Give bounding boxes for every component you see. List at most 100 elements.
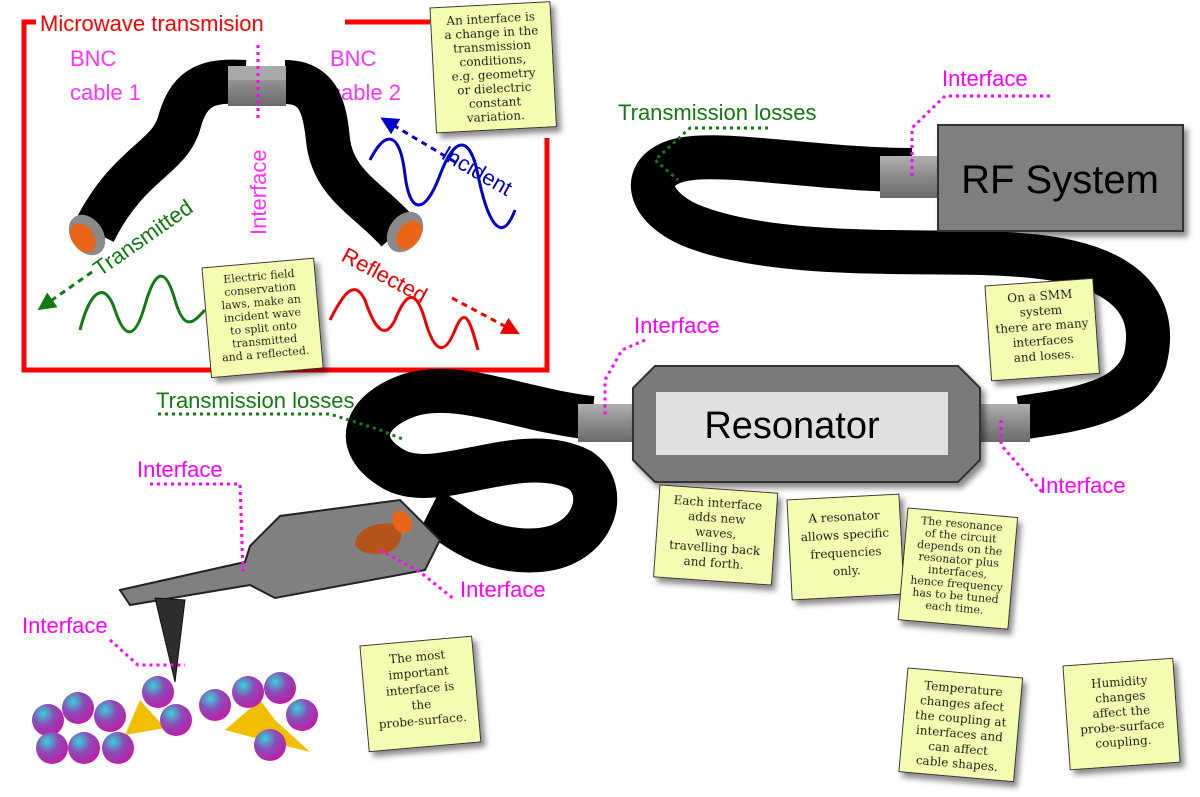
note-line: The most — [389, 648, 446, 667]
sphere — [264, 672, 296, 704]
note-line: A resonator — [807, 508, 880, 526]
interface-probe-cable-leader — [379, 548, 456, 602]
callouts: Transmission losses Interface Interface … — [22, 66, 1126, 667]
interface-surface-label: Interface — [22, 613, 108, 638]
rf-system-label: RF System — [961, 158, 1159, 202]
panel-title: Microwave transmision — [40, 11, 264, 36]
note-each-interface: Each interfaceadds newwaves,travelling b… — [653, 484, 779, 586]
sphere — [142, 676, 174, 708]
note-line: changes — [1095, 688, 1146, 705]
interface-resonator-right-label: Interface — [1040, 473, 1126, 498]
note-line: Temperature — [924, 679, 1004, 700]
incident-wave — [368, 137, 517, 230]
note-probe-surface-text: The mostimportantinterface istheprobe-su… — [373, 646, 468, 731]
cable-1-core — [70, 223, 96, 253]
bnc-cable-2 — [283, 60, 415, 247]
note-line: of the circuit — [924, 527, 997, 546]
note-temperature: Temperaturechanges afectthe coupling ati… — [898, 667, 1024, 783]
note-line: constant — [469, 94, 522, 111]
note-line: important — [388, 663, 450, 682]
rf-connector — [880, 156, 942, 198]
note-line: waves, — [695, 525, 737, 542]
note-line: interfaces — [1012, 332, 1074, 350]
note-resonator-frequencies: A resonatorallows specificfrequenciesonl… — [786, 493, 905, 601]
note-temperature-text: Temperaturechanges afectthe coupling ati… — [911, 678, 1010, 775]
incident-arrow — [380, 117, 456, 164]
interface-surface-leader — [109, 638, 185, 667]
interface-resonator-right-leader — [999, 420, 1044, 493]
probe-cable-end — [392, 510, 412, 534]
note-humidity: Humiditychangesaffect theprobe-surfaceco… — [1062, 657, 1181, 771]
cable-rf-to-resonator — [631, 135, 1171, 440]
sphere — [68, 732, 100, 764]
note-humidity-text: Humiditychangesaffect theprobe-surfaceco… — [1077, 672, 1166, 752]
note-line: allows specific — [800, 526, 889, 545]
note-line: there are many — [995, 316, 1089, 336]
note-probe-surface: The mostimportantinterface istheprobe-su… — [359, 635, 482, 753]
probe-solder — [355, 523, 402, 555]
rf-system: RF System — [880, 124, 1184, 232]
note-field-conservation: Electric fieldconservationlaws, make ani… — [201, 257, 324, 379]
interface-rf-label: Interface — [942, 66, 1028, 91]
note-line: travelling back — [669, 538, 762, 558]
bnc-cable-1-label: BNC — [70, 46, 117, 71]
bnc-cable-1-label-2: cable 1 — [70, 80, 141, 105]
probe-chip — [118, 498, 442, 607]
surface-triangle-1 — [125, 700, 165, 735]
interface-probe-top-label: Interface — [137, 457, 223, 482]
sphere — [254, 729, 286, 761]
note-line: Each interface — [673, 493, 763, 513]
note-resonator-frequencies-text: A resonatorallows specificfrequenciesonl… — [799, 508, 891, 581]
note-line: conservation — [224, 280, 297, 299]
probe — [118, 498, 442, 683]
reflected-wave — [328, 288, 480, 351]
bnc-cable-1 — [74, 59, 247, 243]
note-resonance-tuning: The resonanceof the circuitdepends on th… — [897, 507, 1019, 630]
transmitted-arrow — [37, 270, 93, 311]
note-line: adds new — [688, 509, 747, 527]
note-line: transmitted — [232, 332, 298, 351]
note-line: frequencies — [810, 544, 882, 562]
note-line: probe-surface — [1080, 717, 1165, 737]
note-line: coupling. — [1095, 733, 1152, 751]
note-line: to split onto — [230, 319, 298, 338]
sphere — [62, 692, 94, 724]
interface-probe-cable-label: Interface — [460, 577, 546, 602]
note-line: each time. — [925, 599, 984, 617]
note-line: Humidity — [1091, 673, 1149, 691]
resonator-label: Resonator — [704, 405, 880, 447]
sphere — [160, 704, 192, 736]
resonator-left-connector — [578, 404, 642, 442]
cable-resonator-to-probe — [346, 368, 618, 573]
note-line: only. — [833, 563, 861, 578]
interface-resonator-left-label: Interface — [634, 313, 720, 338]
note-field-conservation-text: Electric fieldconservationlaws, make ani… — [215, 266, 310, 364]
note-line: system — [1019, 303, 1063, 320]
note-smm-system: On a SMMsystemthere are manyinterfacesan… — [984, 277, 1100, 382]
interface-probe-top-leader — [150, 482, 245, 573]
note-line: or dielectric — [457, 80, 532, 98]
sphere — [199, 689, 231, 721]
sphere — [32, 704, 64, 736]
note-interface-definition: An interface isa change in thetransmissi… — [429, 1, 557, 134]
sphere — [232, 676, 264, 708]
note-line: and loses. — [1013, 347, 1075, 365]
transmission-losses-top-label: Transmission losses — [618, 100, 816, 125]
note-line: affect the — [1092, 703, 1151, 721]
interface-resonator-left-leader — [603, 338, 646, 415]
note-line: An interface is — [445, 10, 535, 29]
note-resonance-tuning-text: The resonanceof the circuitdepends on th… — [908, 514, 1010, 619]
note-line: interface is — [385, 679, 454, 699]
note-line: variation. — [465, 108, 525, 125]
interface-rf-leader — [910, 94, 1050, 180]
note-smm-system-text: On a SMMsystemthere are manyinterfacesan… — [993, 286, 1091, 366]
note-line: the — [411, 697, 432, 713]
resonator-label-plate — [656, 392, 948, 455]
rf-system-box — [937, 124, 1184, 232]
reflected-label: Reflected — [338, 242, 432, 308]
note-line: interfaces, — [928, 563, 988, 581]
note-line: can affect — [928, 739, 989, 758]
note-line: and forth. — [683, 554, 744, 572]
transmission-losses-mid-label: Transmission losses — [156, 388, 354, 413]
note-line: Electric field — [223, 267, 295, 286]
